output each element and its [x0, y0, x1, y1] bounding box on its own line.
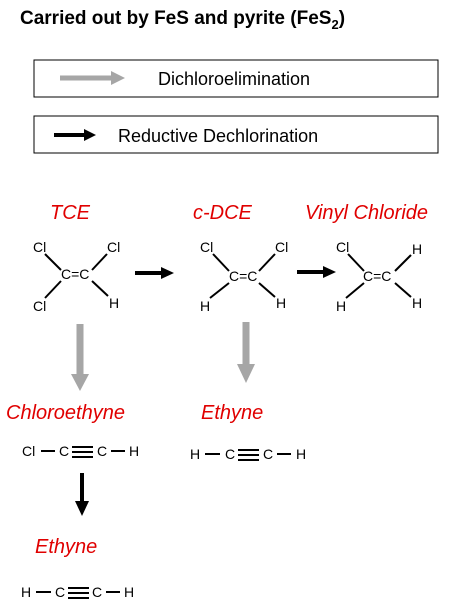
vc-atom-top-right: H	[412, 241, 422, 257]
legend-label-reductive-dechlorination: Reductive Dechlorination	[118, 126, 318, 146]
cdce-atom-top-left: Cl	[200, 239, 213, 255]
ethyne-right-atom-4: H	[296, 446, 306, 462]
cdce-double-bond: C=C	[229, 268, 257, 284]
vc-bond	[347, 253, 365, 272]
vc-double-bond: C=C	[363, 268, 391, 284]
arrowhead-chloroethyne-to-ethyne	[75, 501, 89, 516]
tce-bond	[44, 280, 62, 299]
ethyne-bottom-atom-3: C	[92, 584, 102, 600]
cdce-name: c-DCE	[193, 202, 253, 224]
legend-label-dichloroelimination: Dichloroelimination	[158, 69, 310, 89]
cdce-structure: Cl Cl C=C H H	[200, 239, 288, 314]
diagram-title: Carried out by FeS and pyrite (FeS2)	[20, 8, 345, 32]
ethyne-right-structure: H C C H	[190, 446, 306, 462]
tce-double-bond: C=C	[61, 266, 89, 282]
cdce-bond	[258, 253, 276, 272]
vc-bond	[394, 254, 412, 272]
cdce-atom-bottom-right: H	[276, 295, 286, 311]
arrowhead-tce-to-cdce	[161, 267, 174, 279]
vc-atom-bottom-right: H	[412, 295, 422, 311]
ethyne-name-right: Ethyne	[201, 402, 263, 424]
tce-atom-top-left: Cl	[33, 239, 46, 255]
ethyne-bottom-atom-4: H	[124, 584, 134, 600]
vinyl-chloride-name: Vinyl Chloride	[305, 202, 428, 224]
cdce-atom-top-right: Cl	[275, 239, 288, 255]
arrowhead-cdce-to-vc	[323, 266, 336, 278]
tce-atom-bottom-left: Cl	[33, 298, 46, 314]
ethyne-bottom-atom-2: C	[55, 584, 65, 600]
chloroethyne-atom-2: C	[59, 443, 69, 459]
legend-arrowhead-dichloroelimination	[111, 71, 125, 85]
cdce-atom-bottom-left: H	[200, 298, 210, 314]
tce-atom-bottom-right: H	[109, 295, 119, 311]
legend-arrowhead-reductive-dechlorination	[84, 129, 96, 141]
tce-structure: Cl Cl C=C Cl H	[33, 239, 120, 314]
tce-bond	[91, 280, 109, 297]
vc-bond	[394, 282, 412, 298]
ethyne-bottom-atom-1: H	[21, 584, 31, 600]
ethyne-right-atom-1: H	[190, 446, 200, 462]
vc-bond	[345, 282, 365, 299]
chloroethyne-structure: Cl C C H	[22, 443, 139, 459]
legend-box-reductive-dechlorination	[33, 115, 439, 154]
cdce-bond	[258, 282, 276, 298]
chloroethyne-name: Chloroethyne	[6, 402, 125, 424]
vc-atom-top-left: Cl	[336, 239, 349, 255]
ethyne-name-bottom: Ethyne	[35, 536, 97, 558]
chloroethyne-atom-4: H	[129, 443, 139, 459]
chloroethyne-atom-1: Cl	[22, 443, 35, 459]
vc-atom-bottom-left: H	[336, 298, 346, 314]
ethyne-bottom-structure: H C C H	[21, 584, 134, 600]
vinyl-chloride-structure: Cl H C=C H H	[336, 239, 422, 314]
tce-atom-top-right: Cl	[107, 239, 120, 255]
tce-name: TCE	[50, 202, 91, 224]
cdce-bond	[209, 282, 230, 299]
arrowhead-cdce-to-ethyne	[237, 364, 255, 383]
tce-bond	[91, 253, 108, 271]
tce-bond	[44, 253, 62, 271]
cdce-bond	[212, 253, 230, 272]
ethyne-right-atom-3: C	[263, 446, 273, 462]
chloroethyne-atom-3: C	[97, 443, 107, 459]
ethyne-right-atom-2: C	[225, 446, 235, 462]
arrowhead-tce-to-chloroethyne	[71, 374, 89, 391]
